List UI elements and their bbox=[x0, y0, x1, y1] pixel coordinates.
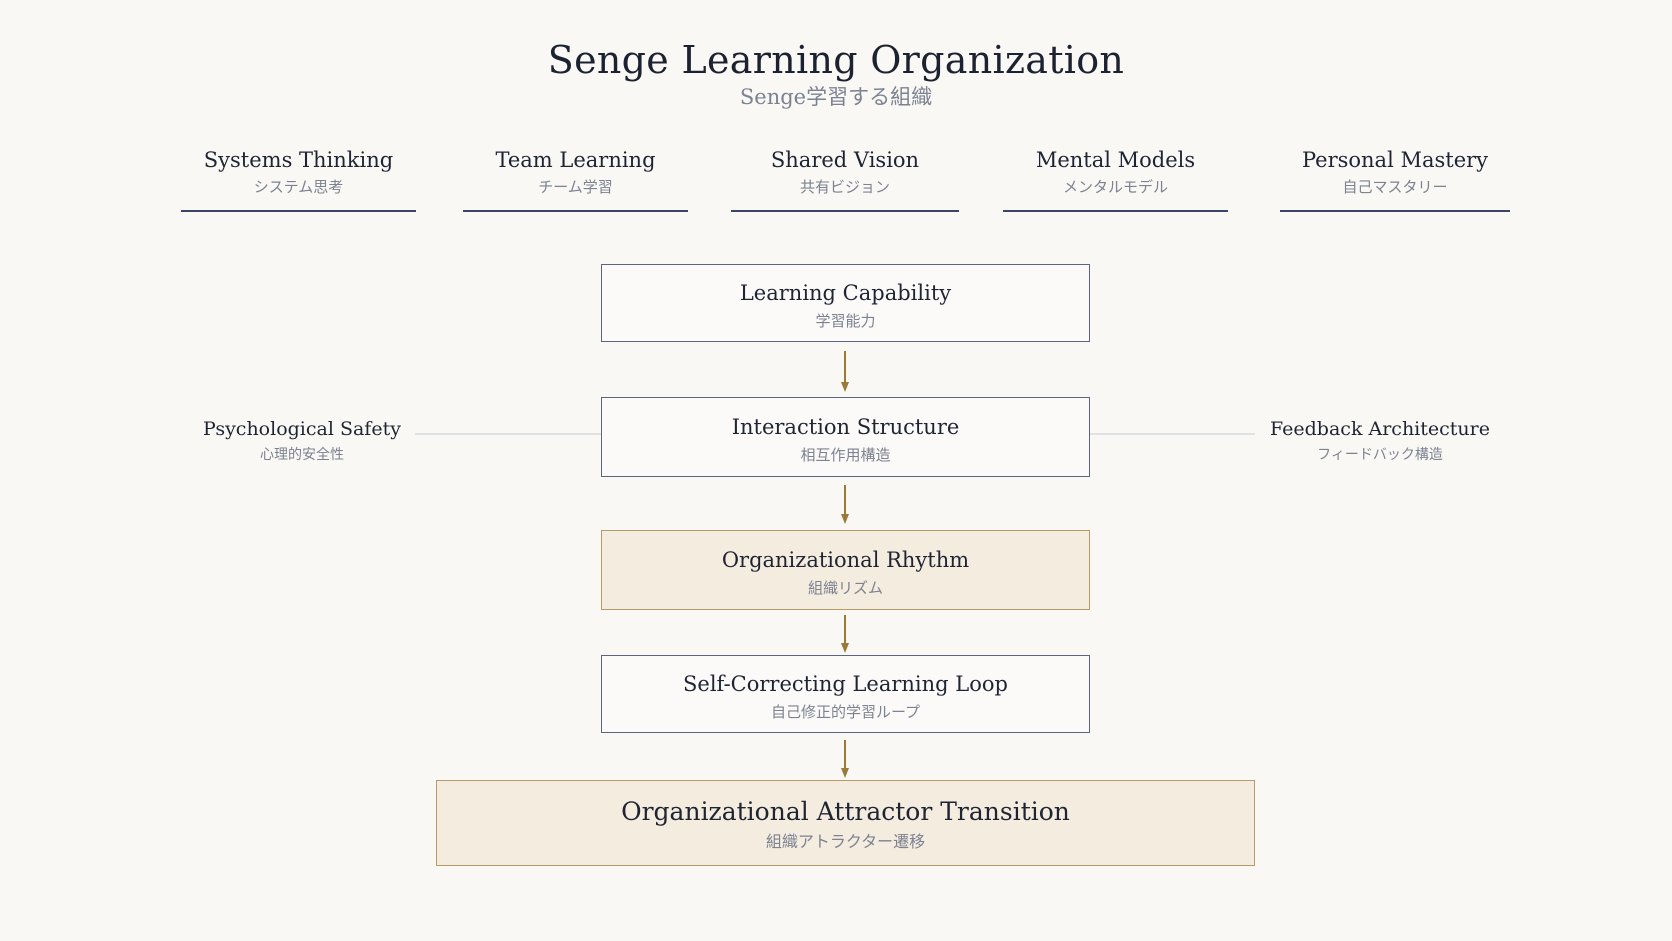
box-learning-capability: Learning Capability 学習能力 bbox=[601, 264, 1090, 342]
box-label-jp: 相互作用構造 bbox=[800, 446, 891, 464]
side-feedback-architecture: Feedback Architecture フィードバック構造 bbox=[1262, 416, 1498, 466]
discipline-label-jp: 自己マスタリー bbox=[1342, 178, 1448, 196]
side-label-jp: 心理的安全性 bbox=[260, 447, 344, 463]
box-label-jp: 学習能力 bbox=[815, 312, 876, 330]
side-label: Feedback Architecture bbox=[1270, 418, 1490, 440]
discipline-shared-vision: Shared Vision 共有ビジョン bbox=[731, 146, 959, 212]
discipline-label: Systems Thinking bbox=[203, 148, 394, 172]
discipline-label: Mental Models bbox=[1035, 148, 1196, 172]
box-organizational-rhythm: Organizational Rhythm 組織リズム bbox=[601, 530, 1090, 610]
discipline-label-jp: 共有ビジョン bbox=[799, 178, 890, 196]
discipline-label: Personal Mastery bbox=[1301, 148, 1489, 172]
discipline-mental-models: Mental Models メンタルモデル bbox=[1003, 146, 1228, 212]
box-label: Learning Capability bbox=[739, 281, 952, 305]
page-subtitle: Senge学習する組織 bbox=[739, 85, 933, 109]
side-label-jp: フィードバック構造 bbox=[1317, 447, 1443, 463]
page-title: Senge Learning Organization bbox=[547, 38, 1125, 82]
box-label-jp: 自己修正的学習ループ bbox=[770, 703, 921, 721]
discipline-label-jp: システム思考 bbox=[253, 178, 344, 196]
side-label: Psychological Safety bbox=[203, 418, 401, 440]
discipline-team-learning: Team Learning チーム学習 bbox=[463, 146, 688, 212]
box-interaction-structure: Interaction Structure 相互作用構造 bbox=[601, 397, 1090, 477]
box-label-jp: 組織アトラクター遷移 bbox=[765, 832, 926, 851]
discipline-label-jp: チーム学習 bbox=[538, 178, 613, 196]
side-psychological-safety: Psychological Safety 心理的安全性 bbox=[195, 416, 409, 466]
discipline-label: Shared Vision bbox=[770, 148, 920, 172]
box-label-jp: 組織リズム bbox=[807, 579, 883, 597]
discipline-personal-mastery: Personal Mastery 自己マスタリー bbox=[1280, 146, 1510, 212]
box-self-correcting-learning-loop: Self-Correcting Learning Loop 自己修正的学習ループ bbox=[601, 655, 1090, 733]
box-label: Organizational Rhythm bbox=[721, 548, 970, 572]
box-label: Organizational Attractor Transition bbox=[621, 797, 1070, 826]
box-label: Self-Correcting Learning Loop bbox=[683, 672, 1008, 696]
discipline-systems-thinking: Systems Thinking システム思考 bbox=[181, 146, 416, 212]
box-label: Interaction Structure bbox=[731, 415, 960, 439]
discipline-label: Team Learning bbox=[495, 148, 656, 172]
box-organizational-attractor-transition: Organizational Attractor Transition 組織アト… bbox=[436, 780, 1255, 866]
discipline-label-jp: メンタルモデル bbox=[1062, 178, 1168, 196]
